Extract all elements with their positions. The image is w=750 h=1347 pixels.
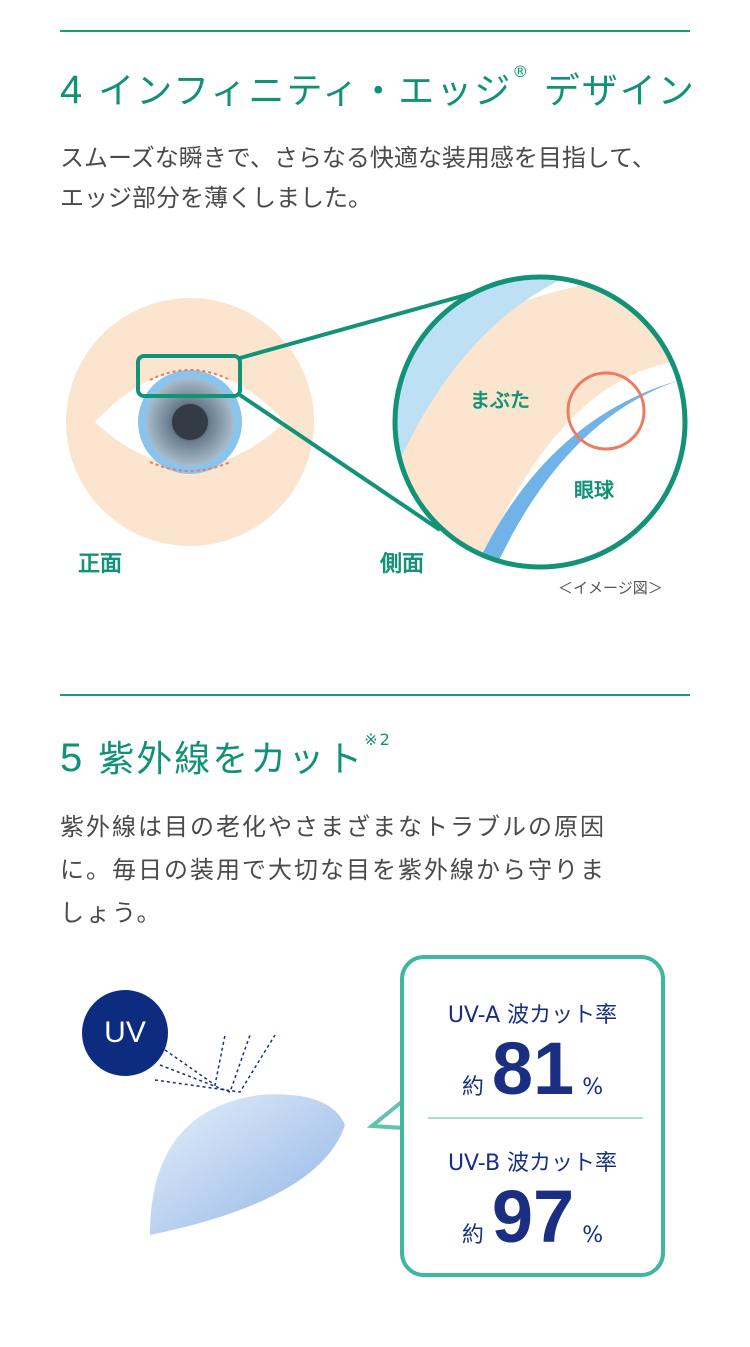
uva-label: UV-A 波カット率	[447, 1003, 618, 1028]
section-5-body: 紫外線は目の老化やさまざまなトラブルの原因 に。毎日の装用で大切な目を紫外線から…	[60, 806, 606, 935]
uv-badge: UV	[82, 990, 168, 1076]
footnote-mark: ※2	[364, 730, 392, 749]
uva-value: 約 81%	[404, 1029, 661, 1109]
title: インフィニティ・エッジ	[98, 71, 513, 112]
section-number: 4	[60, 68, 85, 112]
label-front: 正面	[78, 552, 123, 577]
label-eyeball: 眼球	[574, 478, 614, 502]
title-suffix: デザイン	[543, 71, 696, 112]
prefix: 約	[461, 1223, 484, 1248]
value: 81	[491, 1027, 575, 1110]
label-side: 側面	[380, 552, 425, 577]
body-line: 紫外線は目の老化やさまざまなトラブルの原因	[60, 813, 606, 841]
unit: %	[582, 1223, 604, 1248]
uv-cut-rate-callout: UV-A 波カット率 約 81% UV-B 波カット率 約 97%	[400, 955, 665, 1277]
lens-diagram	[150, 1034, 345, 1235]
front-eye-diagram	[66, 298, 314, 546]
divider	[60, 694, 690, 696]
section-4-heading: 4 インフィニティ・エッジ® デザイン	[60, 62, 696, 114]
section-number: 5	[60, 736, 85, 780]
registered-mark: ®	[512, 62, 531, 81]
divider	[60, 30, 690, 32]
unit: %	[582, 1075, 604, 1100]
side-eye-diagram	[395, 277, 685, 567]
value: 97	[491, 1175, 575, 1258]
title: 紫外線をカット	[98, 739, 365, 780]
label-eyelid: まぶた	[470, 388, 530, 412]
section-5-heading: 5 紫外線をカット※2	[60, 730, 392, 782]
section-4-body: スムーズな瞬きで、さらなる快適な装用感を目指して、 エッジ部分を薄くしました。	[60, 138, 656, 218]
image-note: ＜イメージ図＞	[558, 579, 663, 597]
uvb-value: 約 97%	[404, 1177, 661, 1257]
body-line: に。毎日の装用で大切な目を紫外線から守りま	[60, 856, 606, 884]
prefix: 約	[461, 1075, 484, 1100]
uvb-label: UV-B 波カット率	[447, 1151, 618, 1176]
divider	[428, 1117, 643, 1119]
body-line: エッジ部分を薄くしました。	[60, 184, 372, 212]
body-line: しょう。	[60, 899, 163, 927]
body-line: スムーズな瞬きで、さらなる快適な装用感を目指して、	[60, 144, 656, 172]
